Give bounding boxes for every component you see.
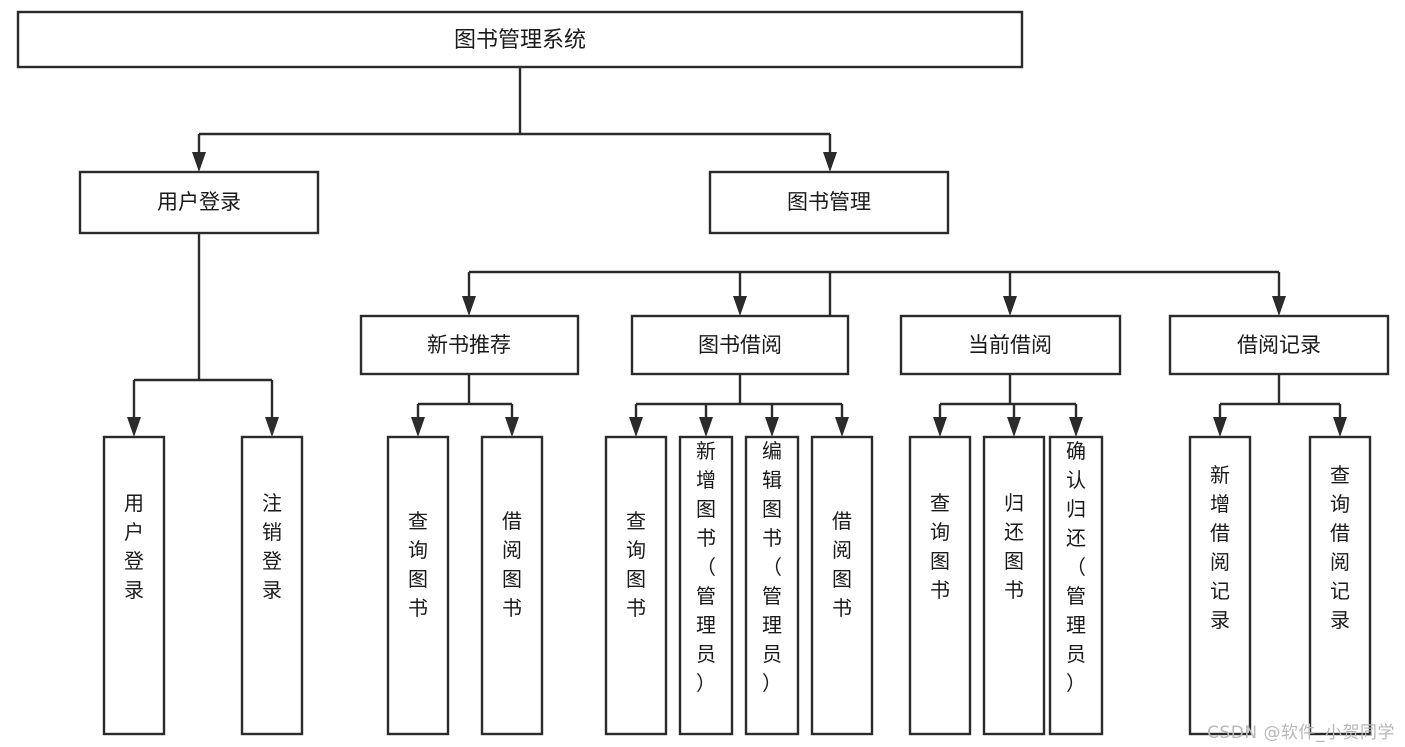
leaf-add-record-label: 新增借阅记录 [1210, 463, 1230, 632]
leaf-edit-book-box[interactable] [744, 435, 800, 736]
leaf-borrow-book-1[interactable]: 借阅图书 [480, 435, 544, 736]
connector-group-user-login [127, 233, 279, 437]
arrowhead-user-login [192, 152, 206, 172]
arrowhead-leaf-return-book [1007, 417, 1021, 437]
leaf-user-login[interactable]: 用户登录 [102, 435, 166, 736]
node-root[interactable]: 图书管理系统 [16, 10, 1024, 69]
leaf-add-record[interactable]: 新增借阅记录 [1188, 435, 1252, 736]
node-new-book-recommend-label: 新书推荐 [427, 333, 511, 357]
leaf-edit-book[interactable]: 编辑图书（管理员） [744, 435, 800, 736]
arrowhead-leaf-query-book-2 [629, 417, 643, 437]
arrowhead-leaf-add-record [1213, 417, 1227, 437]
leaf-borrow-book-2-box[interactable] [810, 435, 874, 736]
leaf-query-book-2-label: 查询图书 [626, 509, 646, 620]
leaf-add-book[interactable]: 新增图书（管理员） [678, 435, 734, 736]
leaf-confirm-return[interactable]: 确认归还（管理员） [1048, 435, 1104, 736]
leaf-query-record[interactable]: 查询借阅记录 [1308, 435, 1372, 736]
leaf-add-record-box[interactable] [1188, 435, 1252, 736]
arrowhead-leaf-query-record [1333, 417, 1347, 437]
leaf-confirm-return-box[interactable] [1048, 435, 1104, 736]
leaf-borrow-book-2-label: 借阅图书 [832, 509, 852, 620]
arrowhead-leaf-user-logout [265, 417, 279, 437]
leaf-borrow-book-1-label: 借阅图书 [502, 509, 522, 620]
leaf-query-record-box[interactable] [1308, 435, 1372, 736]
node-root-box[interactable] [16, 10, 1024, 69]
leaf-return-book[interactable]: 归还图书 [982, 435, 1046, 736]
arrowhead-leaf-query-book-3 [933, 417, 947, 437]
leaf-user-logout-label: 注销登录 [262, 491, 282, 602]
arrowhead-book-manage [823, 152, 837, 172]
leaf-borrow-book-2[interactable]: 借阅图书 [810, 435, 874, 736]
node-borrow-record-box[interactable] [1168, 314, 1390, 376]
leaf-query-book-2-box[interactable] [604, 435, 668, 736]
leaf-add-book-box[interactable] [678, 435, 734, 736]
csdn-watermark: CSDN @软件_小贺同学 [1207, 723, 1395, 743]
node-book-manage[interactable]: 图书管理 [708, 170, 950, 235]
leaf-borrow-book-1-box[interactable] [480, 435, 544, 736]
leaf-user-login-box[interactable] [102, 435, 166, 736]
arrowhead-leaf-user-login [127, 417, 141, 437]
node-user-login-box[interactable] [78, 170, 320, 235]
connector-group-book-manage [462, 270, 1286, 374]
leaf-return-book-box[interactable] [982, 435, 1046, 736]
leaf-return-book-label: 归还图书 [1004, 491, 1024, 602]
leaf-query-book-3-box[interactable] [908, 435, 972, 736]
node-book-borrow[interactable]: 图书借阅 [630, 314, 850, 376]
connector-group-current-borrow [933, 374, 1083, 437]
leaf-query-book-1-box[interactable] [386, 435, 450, 736]
connector-group-book-borrow [629, 374, 849, 437]
connector-group-root [192, 67, 837, 172]
node-user-login-label: 用户登录 [157, 190, 241, 214]
leaf-query-book-1-label: 查询图书 [408, 509, 428, 620]
node-user-login[interactable]: 用户登录 [78, 170, 320, 235]
leaf-query-book-3[interactable]: 查询图书 [908, 435, 972, 736]
arrowhead-leaf-add-book [699, 417, 713, 437]
connector-group-borrow-record [1213, 374, 1347, 437]
leaf-query-book-1[interactable]: 查询图书 [386, 435, 450, 736]
node-current-borrow-box[interactable] [899, 314, 1122, 376]
node-new-book-recommend[interactable]: 新书推荐 [359, 314, 580, 376]
leaf-add-book-label: 新增图书（管理员） [696, 439, 716, 695]
leaf-confirm-return-label: 确认归还（管理员） [1066, 439, 1086, 695]
leaf-user-login-label: 用户登录 [124, 491, 144, 602]
node-book-manage-box[interactable] [708, 170, 950, 235]
node-current-borrow[interactable]: 当前借阅 [899, 314, 1122, 376]
node-root-label: 图书管理系统 [454, 28, 586, 53]
node-book-borrow-box[interactable] [630, 314, 850, 376]
node-new-book-recommend-box[interactable] [359, 314, 580, 376]
arrowhead-book-borrow [733, 296, 747, 316]
leaf-query-record-label: 查询借阅记录 [1330, 463, 1350, 632]
leaf-user-logout[interactable]: 注销登录 [240, 435, 304, 736]
leaf-query-book-2[interactable]: 查询图书 [604, 435, 668, 736]
arrowhead-new-book-recommend [462, 296, 476, 316]
leaf-query-book-3-label: 查询图书 [930, 491, 950, 602]
node-book-manage-label: 图书管理 [787, 190, 871, 214]
leaf-user-logout-box[interactable] [240, 435, 304, 736]
node-borrow-record[interactable]: 借阅记录 [1168, 314, 1390, 376]
arrowhead-leaf-borrow-book-1 [505, 417, 519, 437]
node-book-borrow-label: 图书借阅 [698, 333, 782, 357]
arrowhead-current-borrow [1003, 296, 1017, 316]
arrowhead-leaf-borrow-book-2 [835, 417, 849, 437]
arrowhead-leaf-confirm-return [1069, 417, 1083, 437]
node-borrow-record-label: 借阅记录 [1237, 333, 1321, 357]
arrowhead-leaf-edit-book [765, 417, 779, 437]
connector-group-new-book-recommend [411, 374, 519, 437]
arrowhead-leaf-query-book-1 [411, 417, 425, 437]
node-current-borrow-label: 当前借阅 [968, 333, 1052, 357]
arrowhead-borrow-record [1272, 296, 1286, 316]
leaf-edit-book-label: 编辑图书（管理员） [762, 439, 782, 695]
